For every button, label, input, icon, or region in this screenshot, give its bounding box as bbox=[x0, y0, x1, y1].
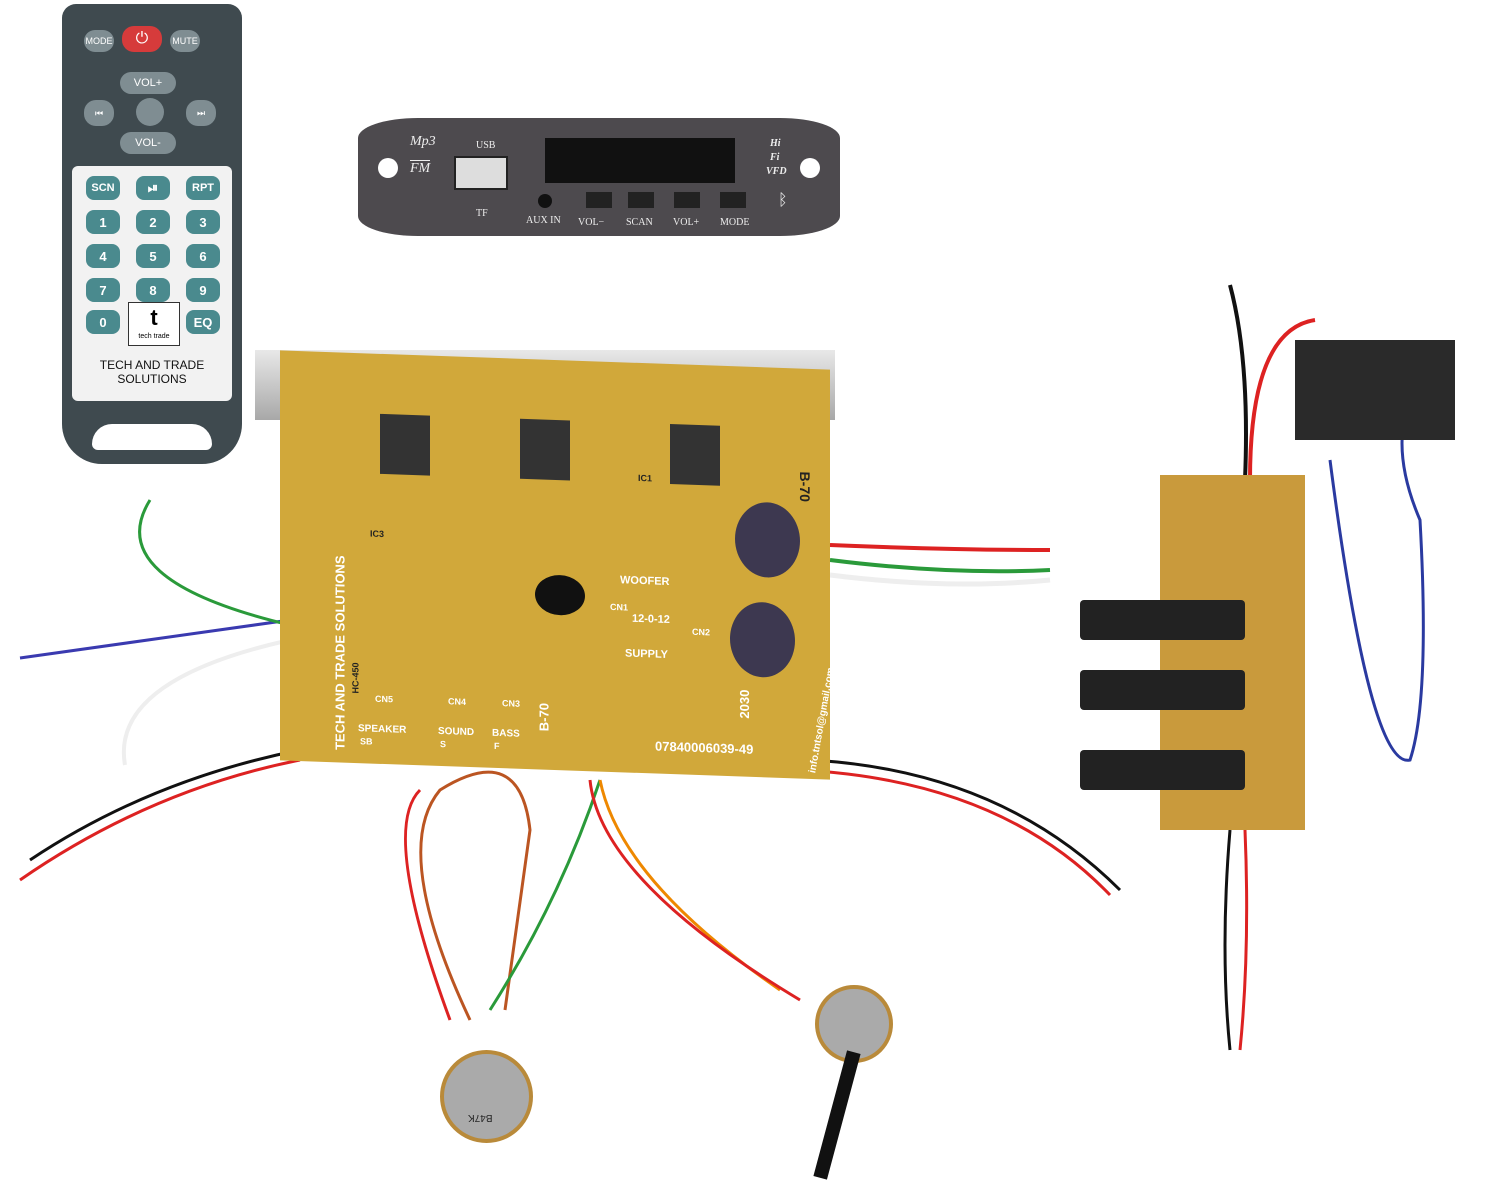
capacitor bbox=[730, 601, 795, 679]
ok-button[interactable] bbox=[136, 98, 164, 126]
aux-label: AUX IN bbox=[526, 215, 561, 226]
ic3-label: IC3 bbox=[370, 528, 385, 540]
repeat-button[interactable]: RPT bbox=[186, 176, 220, 200]
display bbox=[545, 138, 735, 183]
cn1-label: CN1 bbox=[610, 601, 629, 613]
digit-6-button[interactable]: 6 bbox=[186, 244, 220, 268]
brand-line2: SOLUTIONS bbox=[117, 372, 187, 386]
mode-button[interactable]: MODE bbox=[84, 30, 114, 52]
mute-button[interactable]: MUTE bbox=[170, 30, 200, 52]
audio-jack[interactable] bbox=[1080, 600, 1245, 640]
usb-port[interactable] bbox=[454, 156, 508, 190]
sound-label: SOUND bbox=[438, 725, 475, 739]
speaker-label: SPEAKER bbox=[358, 723, 407, 736]
aux-jack[interactable] bbox=[538, 194, 552, 208]
play-pause-button[interactable]: ⏯ bbox=[136, 176, 170, 200]
audio-socket bbox=[1295, 340, 1455, 440]
potentiometer[interactable] bbox=[815, 985, 893, 1063]
digit-8-button[interactable]: 8 bbox=[136, 278, 170, 302]
vol-down-button[interactable]: VOL- bbox=[120, 132, 176, 154]
vol-up-button[interactable]: VOL+ bbox=[120, 72, 176, 94]
mount-hole bbox=[378, 158, 398, 178]
mode-label: MODE bbox=[720, 217, 750, 228]
transistor bbox=[380, 413, 430, 476]
cn5-label: CN5 bbox=[375, 693, 394, 705]
remote-control: MODE ⏻ MUTE VOL+ ⏮ ⏭ VOL- SCN ⏯ RPT 1 2 … bbox=[62, 4, 242, 464]
tf-label: TF bbox=[476, 208, 488, 219]
model-label-2: B-70 bbox=[536, 702, 552, 732]
potentiometer[interactable]: B47K bbox=[440, 1050, 533, 1143]
speaker-sub-label: SB bbox=[360, 736, 373, 747]
audio-jack[interactable] bbox=[1080, 670, 1245, 710]
audio-jack[interactable] bbox=[1080, 750, 1245, 790]
fi-label: Fi bbox=[770, 152, 780, 163]
scan-button[interactable] bbox=[628, 192, 654, 208]
vol-up-button[interactable] bbox=[674, 192, 700, 208]
prev-track-button[interactable]: ⏮ bbox=[84, 100, 114, 126]
supply-label: SUPPLY bbox=[625, 647, 669, 661]
transistor bbox=[520, 418, 570, 481]
ic-chip bbox=[535, 574, 585, 617]
power-button[interactable]: ⏻ bbox=[122, 26, 162, 52]
capacitor bbox=[735, 501, 800, 579]
remote-brand: TECH AND TRADE SOLUTIONS bbox=[62, 358, 242, 386]
mode-button[interactable] bbox=[720, 192, 746, 208]
sound-sub-label: S bbox=[440, 738, 447, 750]
bluetooth-icon: ᛒ bbox=[778, 192, 788, 209]
scan-button[interactable]: SCN bbox=[86, 176, 120, 200]
logo-text: tech trade bbox=[138, 333, 170, 340]
lanyard-hole bbox=[92, 424, 212, 450]
digit-2-button[interactable]: 2 bbox=[136, 210, 170, 234]
supply-voltage-label: 12-0-12 bbox=[632, 612, 670, 627]
mount-hole bbox=[800, 158, 820, 178]
chip-label: HC-450 bbox=[350, 662, 361, 694]
digit-4-button[interactable]: 4 bbox=[86, 244, 120, 268]
mp3-module: Mp3 FM USB TF AUX IN VOL− SCAN VOL+ MODE… bbox=[358, 118, 840, 236]
vol-down-button[interactable] bbox=[586, 192, 612, 208]
usb-label: USB bbox=[476, 140, 496, 151]
next-track-icon: ⏭ bbox=[196, 107, 206, 118]
digit-0-button[interactable]: 0 bbox=[86, 310, 120, 334]
digit-9-button[interactable]: 9 bbox=[186, 278, 220, 302]
digit-7-button[interactable]: 7 bbox=[86, 278, 120, 302]
power-icon: ⏻ bbox=[135, 30, 149, 47]
transistor bbox=[670, 424, 720, 486]
mp3-logo: Mp3 bbox=[410, 134, 436, 149]
pot-label: B47K bbox=[468, 1112, 493, 1123]
digit-5-button[interactable]: 5 bbox=[136, 244, 170, 268]
control-board bbox=[1080, 475, 1305, 830]
digit-1-button[interactable]: 1 bbox=[86, 210, 120, 234]
cn4-label: CN4 bbox=[448, 696, 467, 707]
digit-3-button[interactable]: 3 bbox=[186, 210, 220, 234]
next-track-button[interactable]: ⏭ bbox=[186, 100, 216, 126]
eq-button[interactable]: EQ bbox=[186, 310, 220, 334]
fm-logo: FM bbox=[410, 160, 431, 176]
ic-label: 2030 bbox=[736, 689, 752, 719]
cn3-label: CN3 bbox=[502, 698, 521, 709]
hi-label: Hi bbox=[770, 138, 781, 149]
vfd-label: VFD bbox=[766, 166, 787, 177]
brand-label: TECH AND TRADE SOLUTIONS bbox=[332, 555, 348, 751]
model-label: B-70 bbox=[797, 471, 814, 503]
prev-track-icon: ⏮ bbox=[94, 107, 104, 118]
brand-line1: TECH AND TRADE bbox=[99, 358, 205, 372]
bass-label: BASS bbox=[492, 727, 520, 740]
woofer-label: WOOFER bbox=[620, 574, 670, 588]
bass-sub-label: F bbox=[494, 740, 500, 752]
vol-down-label: VOL− bbox=[578, 217, 605, 228]
phone-label: 07840006039-49 bbox=[655, 738, 754, 757]
cn2-label: CN2 bbox=[692, 626, 711, 638]
ic1-label: IC1 bbox=[638, 472, 653, 484]
vol-up-label: VOL+ bbox=[673, 217, 700, 228]
amplifier-board: IC3 IC1 B-70 TECH AND TRADE SOLUTIONS WO… bbox=[280, 350, 837, 780]
scan-label: SCAN bbox=[626, 217, 653, 228]
